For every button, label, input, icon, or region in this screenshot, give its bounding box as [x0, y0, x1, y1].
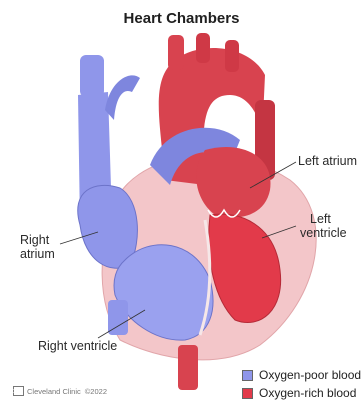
- label-left-atrium: Left atrium: [298, 154, 357, 168]
- label-right-atrium-line2: atrium: [20, 247, 55, 261]
- aorta-branch: [225, 40, 239, 72]
- legend-swatch-blue: [242, 370, 253, 381]
- inferior-vena-cava: [108, 300, 128, 335]
- aorta-branch: [168, 35, 184, 70]
- lower-vessel: [178, 345, 198, 390]
- vena-cava-branch: [105, 75, 140, 120]
- label-left-ventricle-line1: Left: [310, 212, 331, 226]
- credit: Cleveland Clinic ©2022: [13, 386, 107, 396]
- label-left-ventricle-line2: ventricle: [300, 226, 347, 240]
- legend-label: Oxygen-poor blood: [259, 368, 361, 382]
- credit-year: ©2022: [85, 387, 107, 396]
- credit-brand: Cleveland Clinic: [27, 387, 81, 396]
- cleveland-clinic-logo-icon: [13, 386, 24, 396]
- legend-swatch-red: [242, 388, 253, 399]
- right-atrium: [78, 185, 138, 268]
- legend: Oxygen-poor blood Oxygen-rich blood: [242, 366, 361, 402]
- label-right-atrium-line1: Right: [20, 233, 49, 247]
- legend-item-oxygen-poor: Oxygen-poor blood: [242, 366, 361, 384]
- label-right-ventricle: Right ventricle: [38, 339, 117, 353]
- aorta-branch: [196, 33, 210, 63]
- legend-item-oxygen-rich: Oxygen-rich blood: [242, 384, 361, 402]
- vena-cava-top: [80, 55, 104, 97]
- legend-label: Oxygen-rich blood: [259, 386, 356, 400]
